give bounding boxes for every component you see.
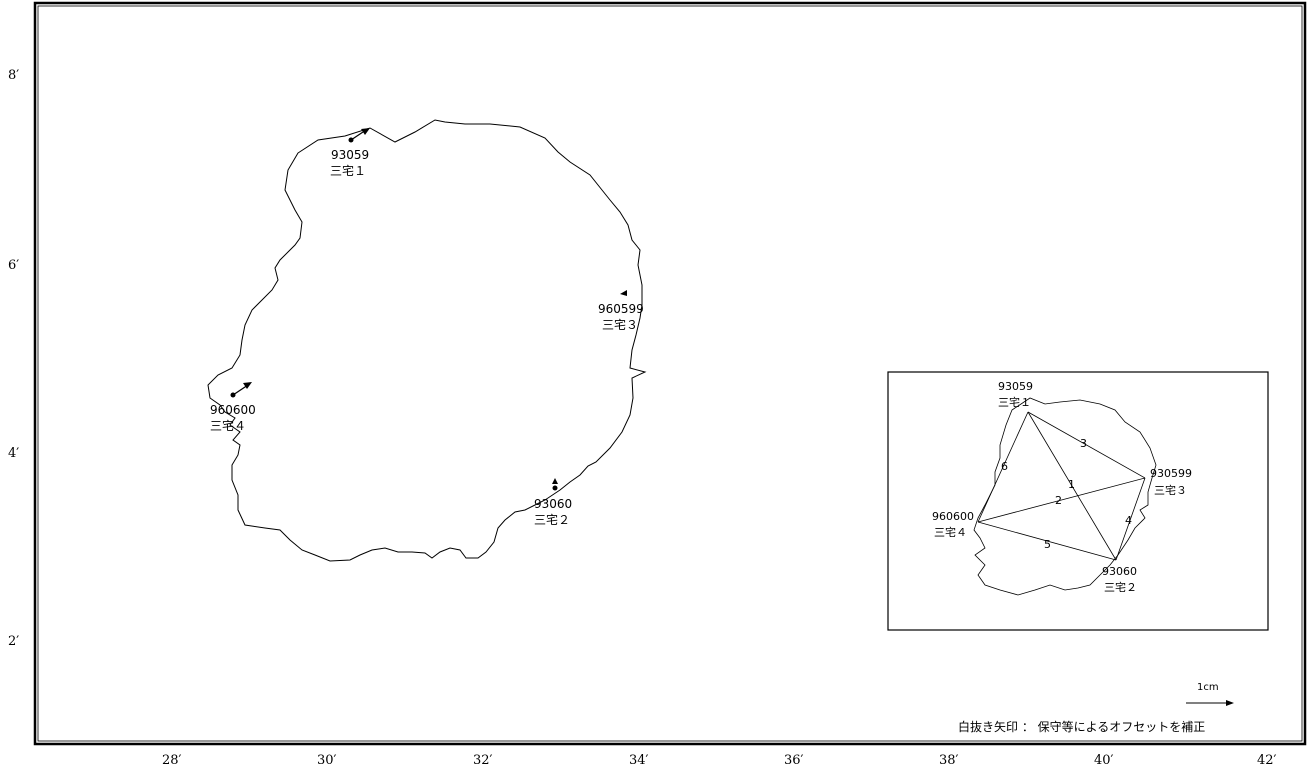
station-marker-93059 (348, 128, 370, 143)
scale-label: 1cm (1197, 682, 1219, 693)
y-tick-4: 4′ (8, 446, 19, 461)
station-marker-93060 (552, 478, 558, 491)
station-name-93059: 三宅１ (330, 163, 366, 178)
station-id-960600: 960600 (210, 403, 256, 417)
station-name-93060: 三宅２ (534, 512, 570, 527)
station-name-960600: 三宅４ (210, 418, 246, 433)
inset-map: 1 2 3 4 5 6 93059 三宅１ 930599 三宅３ 960600 … (887, 371, 1269, 631)
x-tick-30: 30′ (317, 753, 337, 768)
inset-station-id-93059: 93059 (998, 380, 1033, 393)
station-marker-960600 (230, 382, 252, 398)
map-frame (33, 1, 1307, 746)
inset-station-name-960600: 三宅４ (934, 525, 967, 539)
inset-baseline-3 (1027, 411, 1146, 479)
inset-baseline-label-4: 4 (1125, 514, 1132, 527)
station-id-960599: 960599 (598, 302, 644, 316)
map-frame-inner (37, 5, 1303, 742)
inset-baseline-1 (1027, 411, 1117, 561)
x-tick-28: 28′ (162, 753, 182, 768)
y-tick-6: 6′ (8, 258, 19, 273)
inset-baseline-label-3: 3 (1080, 437, 1087, 450)
y-tick-2: 2′ (8, 634, 19, 649)
y-tick-8: 8′ (8, 68, 19, 83)
x-tick-32: 32′ (473, 753, 493, 768)
inset-baseline-label-1: 1 (1068, 478, 1075, 491)
inset-station-name-930599: 三宅３ (1154, 483, 1187, 497)
station-id-93060: 93060 (534, 497, 572, 511)
x-tick-40: 40′ (1094, 753, 1114, 768)
scale-arrow: 1cm (1186, 682, 1234, 706)
inset-station-name-93059: 三宅１ (998, 395, 1031, 409)
x-tick-42: 42′ (1257, 753, 1277, 768)
inset-frame (887, 371, 1269, 631)
station-marker-960599 (620, 290, 627, 296)
inset-baseline-4 (1115, 477, 1146, 561)
inset-station-id-930599: 930599 (1150, 467, 1192, 480)
inset-baseline-6 (977, 411, 1029, 523)
inset-baseline-5 (977, 521, 1117, 561)
x-tick-36: 36′ (784, 753, 804, 768)
inset-baseline-label-5: 5 (1044, 538, 1051, 551)
inset-station-id-960600: 960600 (932, 510, 974, 523)
inset-baseline-2 (977, 477, 1146, 523)
x-tick-38: 38′ (939, 753, 959, 768)
inset-baseline-label-2: 2 (1055, 494, 1062, 507)
island-coastline (207, 119, 647, 562)
station-id-93059: 93059 (331, 148, 369, 162)
station-name-960599: 三宅３ (602, 317, 638, 332)
x-tick-34: 34′ (629, 753, 649, 768)
inset-baseline-label-6: 6 (1001, 460, 1008, 473)
legend-note: 白抜き矢印 ： 保守等によるオフセットを補正 (958, 719, 1205, 734)
inset-coastline (973, 397, 1157, 596)
inset-station-id-93060: 93060 (1102, 565, 1137, 578)
inset-station-name-93060: 三宅２ (1104, 580, 1137, 594)
